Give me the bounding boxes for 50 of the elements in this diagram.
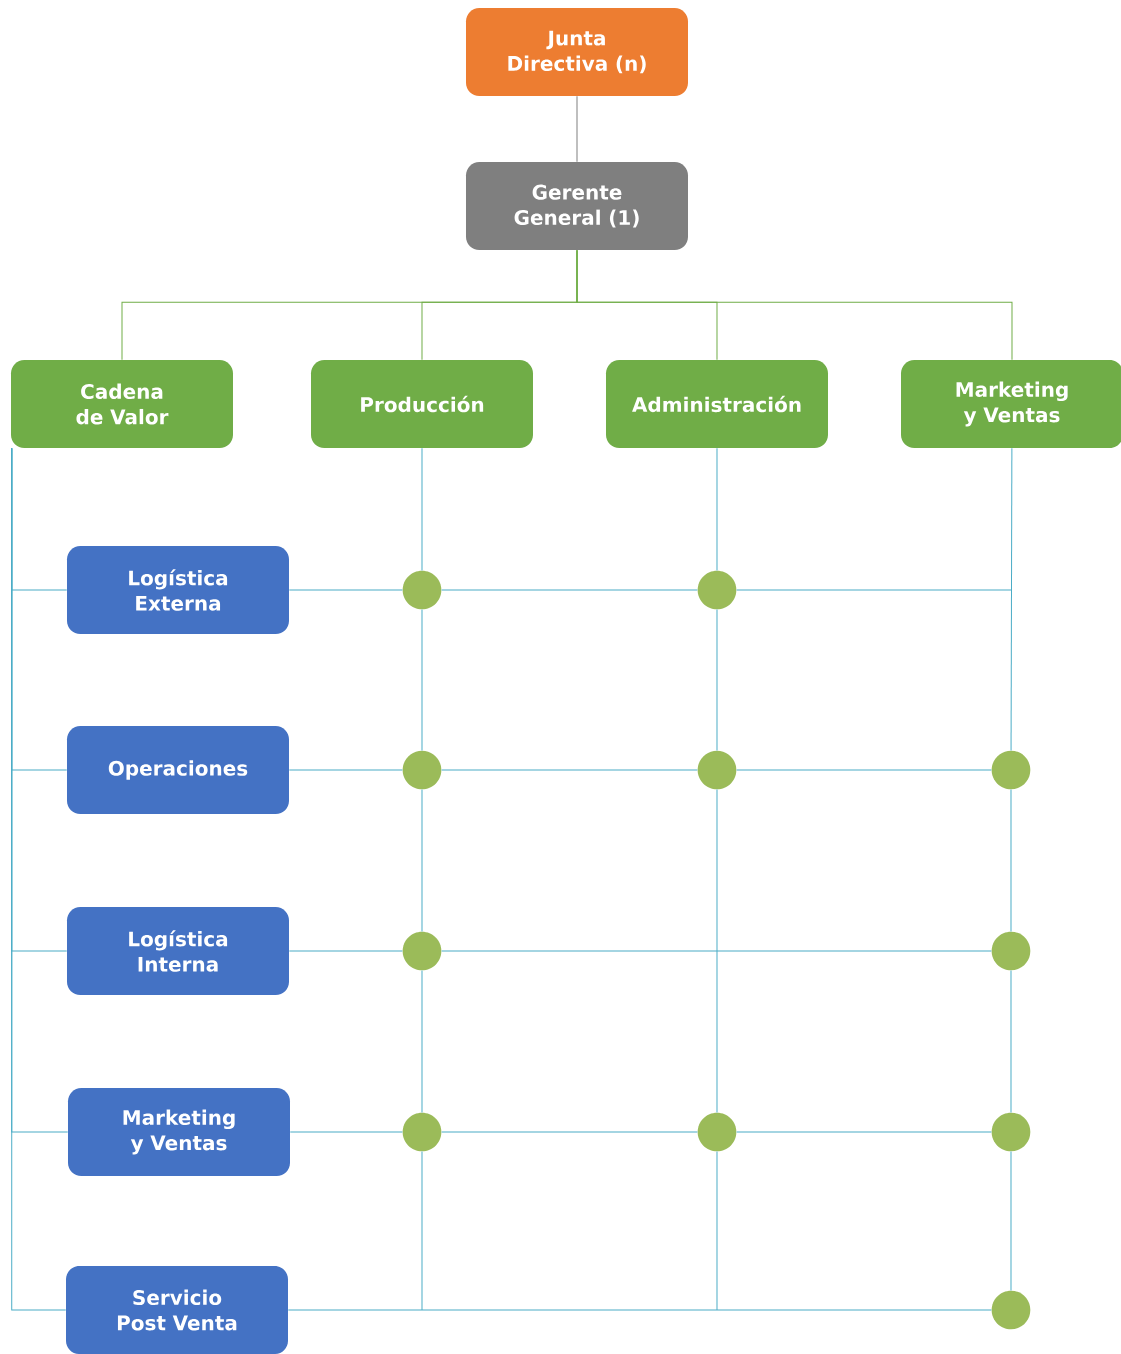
connector-line <box>421 609 423 751</box>
intersection-dot <box>402 750 442 790</box>
connector-line <box>421 1151 423 1311</box>
intersection-dot <box>402 570 442 610</box>
connector-line <box>736 1131 992 1133</box>
connector-line <box>441 589 698 591</box>
intersection-dot <box>991 1112 1031 1152</box>
connector-line <box>716 609 718 751</box>
department-box: Marketing y Ventas <box>901 360 1121 448</box>
connector-line <box>421 970 423 1113</box>
activity-box: Marketing y Ventas <box>68 1088 290 1176</box>
connector-line <box>289 1131 403 1133</box>
connector-line <box>288 589 403 591</box>
connector-line <box>736 769 992 771</box>
activity-box: Servicio Post Venta <box>66 1266 288 1354</box>
intersection-dot <box>991 931 1031 971</box>
connector-line <box>1010 789 1012 932</box>
intersection-dot <box>697 750 737 790</box>
connector-line <box>1010 447 1013 751</box>
connector-line <box>11 447 67 1311</box>
connector-line <box>288 950 403 952</box>
connector-line <box>576 249 1013 361</box>
connector-line <box>441 1131 698 1133</box>
department-box: Administración <box>606 360 828 448</box>
intersection-dot <box>697 570 737 610</box>
connector-line <box>288 769 403 771</box>
connector-line <box>1010 970 1012 1113</box>
department-box: Producción <box>311 360 533 448</box>
department-box: Cadena de Valor <box>11 360 233 448</box>
connector-line <box>576 95 578 163</box>
connector-line <box>736 589 1012 591</box>
activity-box: Operaciones <box>67 726 289 814</box>
intersection-dot <box>697 1112 737 1152</box>
activity-box: Logística Externa <box>67 546 289 634</box>
connector-line <box>441 769 698 771</box>
connector-line <box>421 789 423 932</box>
intersection-dot <box>991 1290 1031 1330</box>
connector-line <box>716 447 718 571</box>
manager-box: Gerente General (1) <box>466 162 688 250</box>
activity-box: Logística Interna <box>67 907 289 995</box>
board-box: Junta Directiva (n) <box>466 8 688 96</box>
connector-line <box>421 447 423 571</box>
intersection-dot <box>402 1112 442 1152</box>
connector-line <box>287 1309 992 1311</box>
connector-line <box>716 789 718 1113</box>
connector-line <box>716 1151 718 1311</box>
intersection-dot <box>402 931 442 971</box>
connector-line <box>441 950 992 952</box>
connector-line <box>1010 1151 1012 1291</box>
intersection-dot <box>991 750 1031 790</box>
